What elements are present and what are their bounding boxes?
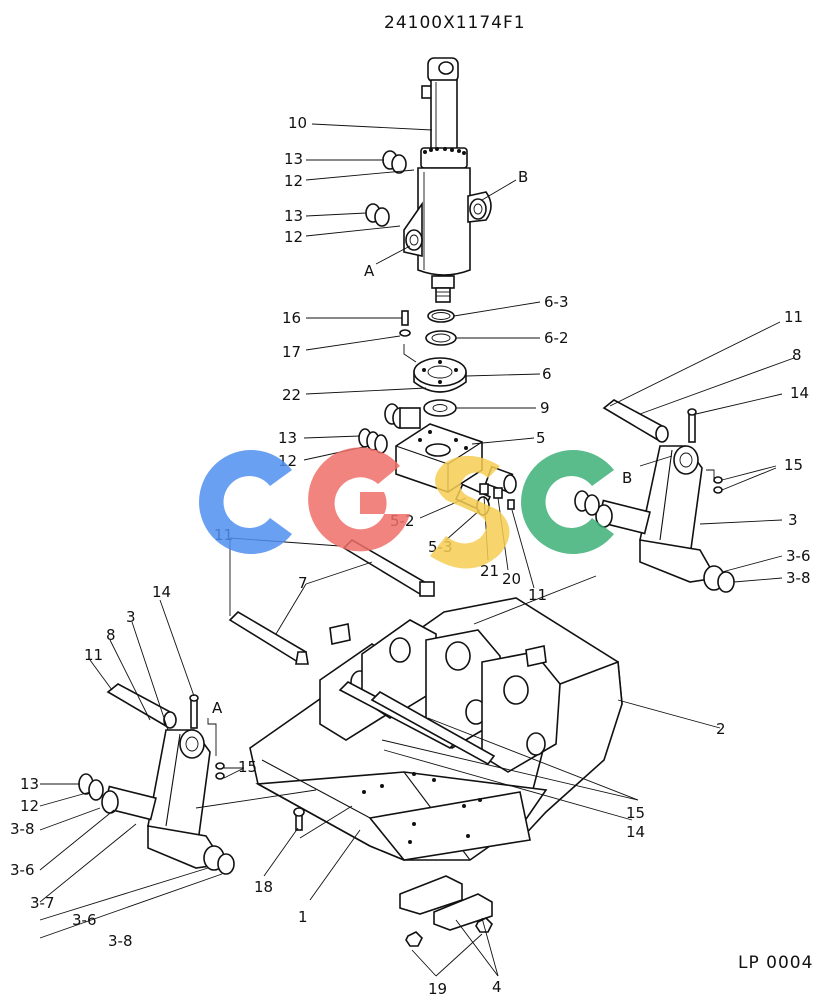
label-15-right: 15 xyxy=(784,456,803,474)
label-3-8-left-b: 3-8 xyxy=(108,932,133,950)
bucket-teeth xyxy=(399,875,493,947)
callout-labels: 10 13 12 13 12 B A 16 17 22 6-3 6-2 6 9 … xyxy=(10,114,811,998)
label-12a: 12 xyxy=(284,172,303,190)
label-3-6-left-b: 3-6 xyxy=(72,911,97,929)
label-9: 9 xyxy=(540,399,550,417)
label-20: 20 xyxy=(502,570,521,588)
label-2: 2 xyxy=(716,720,726,738)
label-3-6-right: 3-6 xyxy=(786,547,811,565)
label-4: 4 xyxy=(492,978,502,996)
label-11-right: 11 xyxy=(784,308,803,326)
label-15-left: 15 xyxy=(238,758,257,776)
label-6-3: 6-3 xyxy=(544,293,569,311)
label-13b: 13 xyxy=(284,207,303,225)
label-16: 16 xyxy=(282,309,301,327)
label-8-left: 8 xyxy=(106,626,116,644)
label-3-8-right: 3-8 xyxy=(786,569,811,587)
label-11-center: 11 xyxy=(528,586,547,604)
label-10: 10 xyxy=(288,114,307,132)
label-19: 19 xyxy=(428,980,447,998)
label-13c: 13 xyxy=(278,429,297,447)
label-13-left: 13 xyxy=(20,775,39,793)
label-7: 7 xyxy=(298,574,308,592)
label-5: 5 xyxy=(536,429,546,447)
label-14-left: 14 xyxy=(152,583,171,601)
label-17: 17 xyxy=(282,343,301,361)
label-b-top: B xyxy=(518,168,528,186)
cylinder-mount-parts xyxy=(399,309,467,417)
left-arm-assembly xyxy=(78,683,235,875)
label-12b: 12 xyxy=(284,228,303,246)
label-a-top: A xyxy=(364,262,375,280)
label-b-right: B xyxy=(622,469,632,487)
watermark-logo xyxy=(199,447,614,569)
label-11-left: 11 xyxy=(84,646,103,664)
label-3-right: 3 xyxy=(788,511,798,529)
label-15-bucket: 15 xyxy=(626,804,645,822)
label-3-left: 3 xyxy=(126,608,136,626)
label-21: 21 xyxy=(480,562,499,580)
label-13a: 13 xyxy=(284,150,303,168)
hydraulic-cylinder xyxy=(403,57,492,303)
drawing-number: 24100X1174F1 xyxy=(384,13,526,33)
bucket xyxy=(249,597,623,861)
label-8-right: 8 xyxy=(792,346,802,364)
label-12-left: 12 xyxy=(20,797,39,815)
page-code: LP 0004 xyxy=(738,953,813,973)
leader-lines xyxy=(39,123,795,977)
label-6-2: 6-2 xyxy=(544,329,569,347)
label-1: 1 xyxy=(298,908,308,926)
washers-upper xyxy=(365,150,407,227)
label-22: 22 xyxy=(282,386,301,404)
label-14-bucket: 14 xyxy=(626,823,645,841)
label-a-left: A xyxy=(212,699,223,717)
label-18: 18 xyxy=(254,878,273,896)
label-6: 6 xyxy=(542,365,552,383)
label-3-7-left: 3-7 xyxy=(30,894,55,912)
label-3-8-left: 3-8 xyxy=(10,820,35,838)
right-arm-assembly xyxy=(574,399,735,593)
label-14-right: 14 xyxy=(790,384,809,402)
label-3-6-left: 3-6 xyxy=(10,861,35,879)
